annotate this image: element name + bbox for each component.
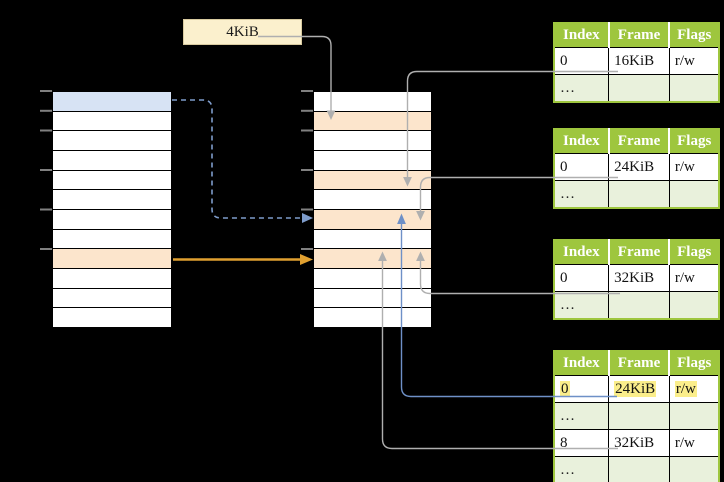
page-table-cell — [669, 457, 719, 482]
page-table-cell: 24KiB — [609, 376, 670, 403]
virtual-page-cell — [53, 151, 171, 171]
page-table-row: 016KiBr/w — [554, 48, 719, 75]
physical-frame-cell — [314, 131, 431, 151]
virtual-page-cell — [53, 190, 171, 210]
column-header: Frame — [609, 351, 670, 376]
page-table-cell: 0 — [554, 154, 609, 181]
page-table-4: IndexFrameFlags024KiBr/w…832KiBr/w… — [553, 350, 720, 482]
column-header: Flags — [669, 129, 719, 154]
page-table-row: … — [554, 403, 719, 430]
physical-frame-cell — [314, 171, 431, 191]
column-header: Flags — [669, 351, 719, 376]
page-size-label: 4KiB — [183, 19, 302, 45]
column-header: Frame — [609, 240, 670, 265]
column-header: Index — [554, 129, 609, 154]
physical-memory-column — [313, 91, 432, 328]
page-table-cell: 0 — [554, 376, 609, 403]
page-table-cell — [609, 181, 670, 209]
page-table-cell: … — [554, 181, 609, 209]
virtual-page-cell — [53, 269, 171, 289]
page-table-row: 0 24KiB r/w — [554, 376, 719, 403]
page-table-cell — [669, 75, 719, 103]
virtual-page-cell — [53, 308, 171, 327]
physical-frame-cell — [314, 308, 431, 327]
page-table-cell: … — [554, 292, 609, 320]
physical-frame-cell — [314, 269, 431, 289]
column-header: Frame — [609, 23, 670, 48]
physical-frame-cell — [314, 151, 431, 171]
page-table-cell: 32KiB — [609, 265, 670, 292]
page-table-row: … — [554, 457, 719, 482]
page-table-cell: r/w — [669, 430, 719, 457]
page-table-cell: 8 — [554, 430, 609, 457]
physical-frame-cell — [314, 92, 431, 112]
page-size-label-text: 4KiB — [226, 24, 259, 41]
page-table-cell — [609, 292, 670, 320]
physical-frame-cell — [314, 112, 431, 132]
highlighted-value: 0 — [560, 381, 570, 397]
virtual-page-cell — [53, 289, 171, 309]
page-table-cell: … — [554, 403, 609, 430]
highlighted-value: r/w — [675, 381, 697, 397]
page-table-row: … — [554, 181, 719, 209]
column-header: Flags — [669, 240, 719, 265]
page-table-1: IndexFrameFlags016KiBr/w… — [553, 22, 720, 103]
page-table-cell — [669, 403, 719, 430]
virtual-memory-column — [52, 91, 172, 328]
page-table-cell: r/w — [669, 154, 719, 181]
page-table-cell: 0 — [554, 265, 609, 292]
virtual-page-cell — [53, 131, 171, 151]
virtual-to-physical-dashed-arrowhead — [302, 213, 313, 223]
page-table-cell: … — [554, 457, 609, 482]
page-table-row: … — [554, 292, 719, 320]
virtual-to-physical-orange-arrowhead — [300, 254, 313, 265]
highlighted-value: 24KiB — [614, 381, 656, 397]
page-table-header-row: IndexFrameFlags — [554, 240, 719, 265]
physical-frame-cell — [314, 210, 431, 230]
page-table-cell — [609, 457, 670, 482]
physical-frame-cell — [314, 249, 431, 269]
page-table-cell: 32KiB — [609, 430, 670, 457]
page-table-cell: r/w — [669, 48, 719, 75]
page-table-header-row: IndexFrameFlags — [554, 23, 719, 48]
page-table-row: 832KiBr/w — [554, 430, 719, 457]
page-table-cell: 16KiB — [609, 48, 670, 75]
column-header: Index — [554, 240, 609, 265]
physical-frame-cell — [314, 230, 431, 250]
virtual-page-cell — [53, 112, 171, 132]
column-header: Index — [554, 23, 609, 48]
page-table-cell: … — [554, 75, 609, 103]
column-header: Frame — [609, 129, 670, 154]
physical-frame-cell — [314, 190, 431, 210]
virtual-page-cell — [53, 210, 171, 230]
page-table-cell — [609, 403, 670, 430]
page-table-cell — [669, 181, 719, 209]
page-table-cell — [609, 75, 670, 103]
page-table-row: … — [554, 75, 719, 103]
virtual-to-physical-dashed-arrow — [172, 100, 301, 218]
column-header: Flags — [669, 23, 719, 48]
page-table-cell: r/w — [669, 265, 719, 292]
virtual-page-cell — [53, 92, 171, 112]
virtual-page-cell — [53, 230, 171, 250]
page-table-cell: 0 — [554, 48, 609, 75]
physical-frame-cell — [314, 289, 431, 309]
virtual-page-cell — [53, 171, 171, 191]
page-table-row: 024KiBr/w — [554, 154, 719, 181]
column-header: Index — [554, 351, 609, 376]
page-table-header-row: IndexFrameFlags — [554, 351, 719, 376]
page-table-row: 032KiBr/w — [554, 265, 719, 292]
virtual-page-cell — [53, 249, 171, 269]
page-table-cell — [669, 292, 719, 320]
page-table-3: IndexFrameFlags032KiBr/w… — [553, 239, 720, 320]
page-table-cell: 24KiB — [609, 154, 670, 181]
page-table-cell: r/w — [669, 376, 719, 403]
page-table-2: IndexFrameFlags024KiBr/w… — [553, 128, 720, 209]
page-table-header-row: IndexFrameFlags — [554, 129, 719, 154]
